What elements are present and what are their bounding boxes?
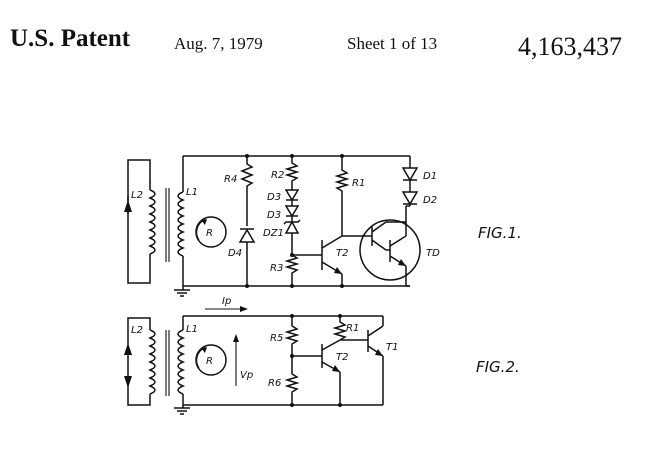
label-TD: TD [426,248,440,259]
resistor-R3 [284,254,300,286]
label-L1-fig2: L1 [186,324,198,335]
label-L2-fig2: L2 [131,325,143,336]
label-DZ1: DZ1 [263,228,284,239]
label-D1: D1 [423,171,437,182]
diode-D4 [238,228,256,286]
label-R-fig2: R [206,356,213,367]
transistor-T2-fig1 [321,235,343,286]
transistor-T1 [367,316,384,405]
label-R4: R4 [224,174,237,185]
label-R3: R3 [270,263,283,274]
label-R1-fig2: R1 [346,323,359,334]
coil-L2-fig2 [145,317,156,406]
diode-D3-lower [284,200,300,218]
resistor-R1-fig1 [334,156,350,236]
coil-L2 [142,159,156,284]
label-R5: R5 [270,333,283,344]
coil-L1 [177,156,186,290]
label-R1-fig1: R1 [352,178,365,189]
darlington-TD [359,206,421,286]
label-R2: R2 [271,170,284,181]
label-T2-fig2: T2 [336,352,348,363]
diode-D3-upper [284,186,300,202]
diode-D2 [401,180,419,207]
resistor-R5 [284,316,300,356]
coil-L1-fig2 [177,316,186,408]
label-R-fig1: R [206,228,213,239]
zener-DZ1 [283,216,301,255]
sheet-number: Sheet 1 of 13 [347,34,438,53]
label-D4: D4 [228,248,242,259]
label-D3-lower: D3 [267,210,281,221]
resistor-R2 [284,156,300,186]
fig1-circuit: L2 L1 R R4 D4 R2 D3 D3 DZ1 R3 R1 T2 TD D… [124,154,522,297]
patent-number: 4,163,437 [518,32,622,61]
label-R6: R6 [268,378,281,389]
resistance-symbol-R [195,216,227,248]
label-Vp: Vp [240,370,253,381]
resistance-symbol-R-fig2 [195,344,227,376]
label-T1: T1 [386,342,398,353]
resistor-R4 [239,156,255,226]
resistor-R6 [284,356,300,405]
figure-caption-2: FIG.2. [476,358,520,376]
label-D3-upper: D3 [267,192,281,203]
transistor-T2-fig2 [321,339,341,405]
label-D2: D2 [423,195,437,206]
label-L1-fig1: L1 [186,187,198,198]
label-Ip: Ip [222,296,231,307]
resistor-R1-fig2 [332,316,348,341]
ground-symbol-fig2 [174,407,190,415]
figure-caption-1: FIG.1. [478,224,522,242]
fig2-circuit: L2 L1 R Ip Vp R5 R6 R1 T2 T1 FIG.2. [124,296,520,415]
label-L2-fig1: L2 [131,190,143,201]
patent-title: U.S. Patent [10,25,131,52]
ground-symbol-fig1 [174,289,190,297]
diode-D1 [401,156,419,182]
patent-date: Aug. 7, 1979 [174,34,263,53]
label-T2-fig1: T2 [336,248,348,259]
